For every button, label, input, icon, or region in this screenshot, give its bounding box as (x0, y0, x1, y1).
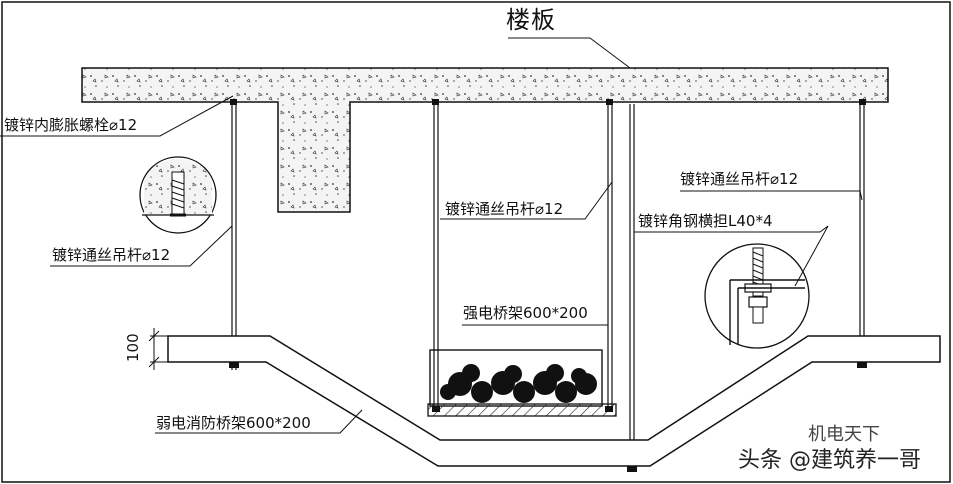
anchor-nut (606, 99, 613, 105)
leader-lines (0, 37, 863, 434)
weak-fire-tray (167, 335, 941, 467)
hanger-rods (231, 104, 865, 466)
anchor-nut (432, 99, 439, 105)
watermark-top: 机电天下 (808, 424, 880, 445)
angle-bracket-detail (704, 243, 810, 349)
dimension-label: 100 (124, 333, 142, 362)
floor-slab (81, 67, 889, 213)
expansion-bolt-detail (139, 156, 217, 234)
anchor-nut (230, 99, 237, 105)
angle-bracket-label: 镀锌角钢横担L40*4 (638, 212, 773, 230)
floor-slab-label: 楼板 (506, 6, 556, 34)
anchor-nut (859, 99, 866, 105)
rod-center-label: 镀锌通丝吊杆⌀12 (445, 200, 564, 218)
expansion-bolt-label: 镀锌内膨胀螺栓⌀12 (4, 116, 138, 134)
weak-fire-tray-label: 弱电消防桥架600*200 (156, 414, 311, 432)
strong-tray-bracket (427, 403, 617, 417)
watermark-bottom: 头条 @建筑养一哥 (738, 448, 921, 473)
rod-left-label: 镀锌通丝吊杆⌀12 (52, 246, 171, 264)
dimension-100 (148, 328, 170, 370)
strong-tray-label: 强电桥架600*200 (463, 304, 588, 322)
rod-right-label: 镀锌通丝吊杆⌀12 (680, 170, 799, 188)
cable-bundle (440, 364, 597, 403)
